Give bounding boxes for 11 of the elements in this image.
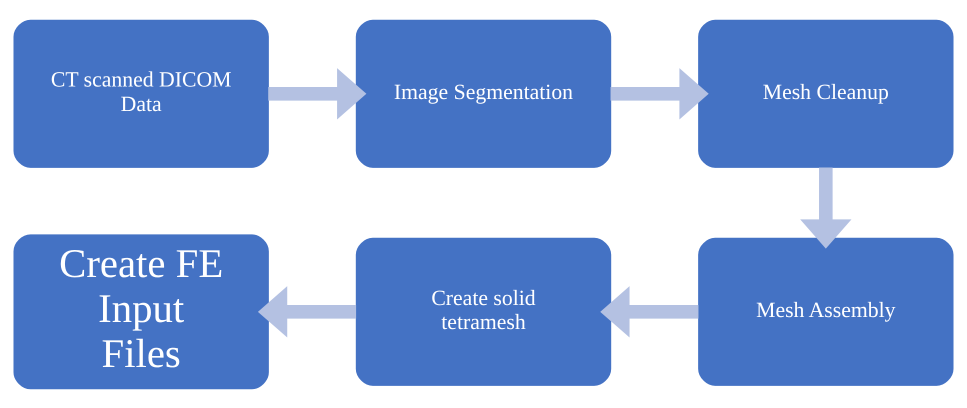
node-box: Create FE Input Files — [13, 234, 269, 389]
arrow — [258, 286, 356, 337]
arrow — [268, 68, 366, 119]
node-box: CT scanned DICOM Data — [13, 19, 269, 168]
node-box: Mesh Cleanup — [698, 19, 954, 168]
arrow — [600, 286, 698, 337]
node-box: Image Segmentation — [356, 19, 612, 168]
arrow — [610, 68, 709, 119]
node-box: Mesh Assembly — [698, 237, 954, 386]
arrow — [800, 166, 852, 248]
node-box: Create solid tetramesh — [356, 237, 612, 386]
